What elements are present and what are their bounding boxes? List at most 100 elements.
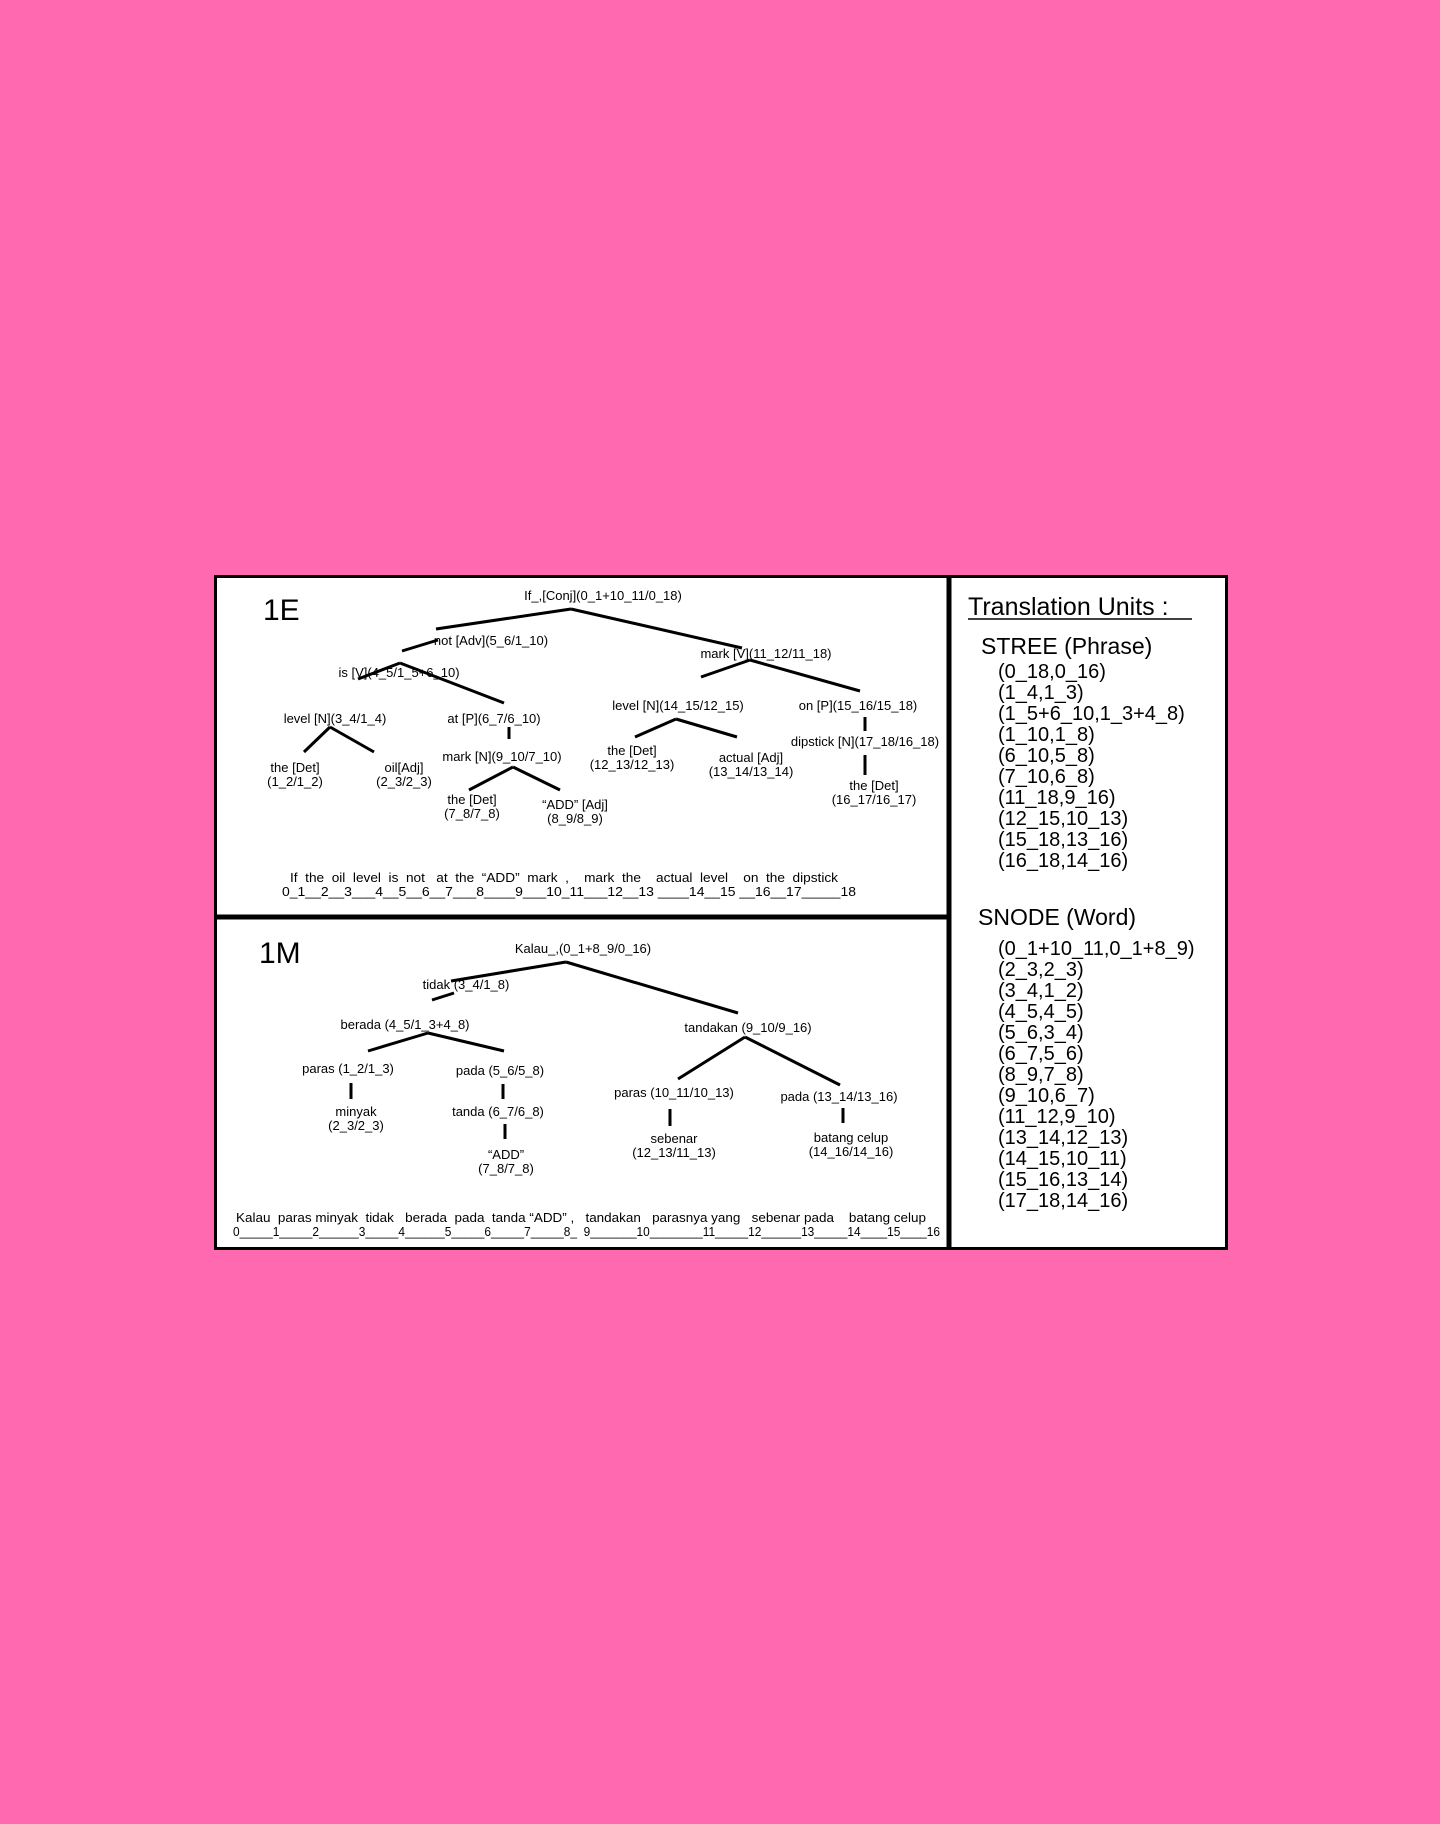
snode-item: (8_9,7_8) — [998, 1064, 1084, 1086]
edge — [357, 661, 401, 681]
snode-item: (9_10,6_7) — [998, 1085, 1095, 1107]
node-1m-paras-1: paras (1_2/1_3) — [302, 1061, 394, 1076]
edge — [634, 717, 677, 739]
node-1e-actual-adj: actual [Adj] — [719, 750, 783, 765]
edge — [329, 725, 375, 754]
node-1m-pada-1: pada (5_6/5_8) — [456, 1063, 544, 1078]
snode-item: (13_14,12_13) — [998, 1127, 1128, 1149]
node-1e-the-det-4-span: (16_17/16_17) — [832, 792, 917, 807]
sentence-1e-words: If the oil level is not at the “ADD” mar… — [290, 871, 839, 885]
node-1e-the-det-2-span: (7_8/7_8) — [444, 806, 500, 821]
stree-item: (1_5+6_10,1_3+4_8) — [998, 703, 1185, 725]
stree-item: (15_18,13_16) — [998, 829, 1128, 851]
snode-item: (4_5,4_5) — [998, 1001, 1084, 1023]
node-1e-root: If_,[Conj](0_1+10_11/0_18) — [524, 588, 682, 603]
node-1e-is: is [V](4_5/1_5+6_10) — [338, 665, 459, 680]
edge — [512, 765, 561, 792]
stree-item: (16_18,14_16) — [998, 850, 1128, 872]
stree-item: (1_10,1_8) — [998, 724, 1095, 746]
node-1e-dipstick: dipstick [N](17_18/16_18) — [791, 734, 939, 749]
node-1m-tanda: tanda (6_7/6_8) — [452, 1104, 544, 1119]
node-1m-add: “ADD” — [488, 1147, 524, 1162]
node-1m-batang-celup: batang celup — [814, 1130, 888, 1145]
snode-item: (5_6,3_4) — [998, 1022, 1084, 1044]
snode-item: (17_18,14_16) — [998, 1190, 1128, 1212]
node-1e-the-det-1-span: (1_2/1_2) — [267, 774, 323, 789]
tree-diagram: 1E If_,[Conj](0_1+10_11/0_18) not [Adv](… — [214, 575, 1228, 1250]
snode-item: (6_7,5_6) — [998, 1043, 1084, 1065]
node-1m-paras-2: paras (10_11/10_13) — [614, 1085, 734, 1100]
node-1e-actual-adj-span: (13_14/13_14) — [709, 764, 794, 779]
panel-1e-label: 1E — [263, 594, 300, 627]
node-1e-level-2: level [N](14_15/12_15) — [612, 698, 744, 713]
stree-list: (0_18,0_16)(1_4,1_3)(1_5+6_10,1_3+4_8)(1… — [998, 661, 1185, 872]
node-1e-the-det-1: the [Det] — [270, 760, 319, 775]
edge — [675, 717, 738, 739]
edge — [401, 638, 439, 653]
edge — [450, 960, 567, 983]
node-1m-minyak: minyak — [335, 1104, 377, 1119]
node-1m-sebenar-span: (12_13/11_13) — [632, 1145, 716, 1160]
node-1e-mark-v: mark [V](11_12/11_18) — [700, 646, 831, 661]
snode-list: (0_1+10_11,0_1+8_9)(2_3,2_3)(3_4,1_2)(4_… — [998, 938, 1194, 1212]
tree-1m-nodes: Kalau_,(0_1+8_9/0_16) tidak (3_4/1_8) be… — [302, 941, 897, 1176]
edge — [431, 991, 455, 1002]
node-1e-on: on [P](15_16/15_18) — [799, 698, 918, 713]
node-1e-oil-adj: oil[Adj] — [384, 760, 423, 775]
node-1e-oil-adj-span: (2_3/2_3) — [376, 774, 432, 789]
edge — [399, 661, 505, 705]
node-1m-root: Kalau_,(0_1+8_9/0_16) — [515, 941, 651, 956]
stree-item: (11_18,9_16) — [998, 787, 1116, 809]
tree-1e-edges — [302, 607, 867, 792]
stree-item: (12_15,10_13) — [998, 808, 1128, 830]
node-1e-not: not [Adv](5_6/1_10) — [434, 633, 548, 648]
sentence-1e-indices: 0_1__2__3___4__5__6__7___8____9___10_11_… — [282, 885, 856, 899]
edge — [468, 765, 514, 792]
edge — [570, 607, 743, 650]
stree-heading: STREE (Phrase) — [981, 633, 1152, 659]
snode-item: (2_3,2_3) — [998, 959, 1084, 981]
figure: 1E If_,[Conj](0_1+10_11/0_18) not [Adv](… — [214, 575, 1228, 1250]
snode-item: (11_12,9_10) — [998, 1106, 1116, 1128]
node-1e-the-det-3: the [Det] — [607, 743, 656, 758]
node-1m-minyak-span: (2_3/2_3) — [328, 1118, 384, 1133]
edge — [744, 1035, 841, 1087]
tree-1e-nodes: If_,[Conj](0_1+10_11/0_18) not [Adv](5_6… — [267, 588, 939, 826]
node-1m-tandakan: tandakan (9_10/9_16) — [684, 1020, 811, 1035]
node-1m-tidak: tidak (3_4/1_8) — [423, 977, 510, 992]
stree-item: (0_18,0_16) — [998, 661, 1106, 683]
snode-item: (14_15,10_11) — [998, 1148, 1127, 1170]
edge — [367, 1031, 429, 1053]
stree-item: (6_10,5_8) — [998, 745, 1095, 767]
node-1m-batang-celup-span: (14_16/14_16) — [809, 1144, 894, 1159]
snode-item: (15_16,13_14) — [998, 1169, 1128, 1191]
stree-item: (7_10,6_8) — [998, 766, 1095, 788]
node-1m-sebenar: sebenar — [651, 1131, 699, 1146]
node-1m-pada-2: pada (13_14/13_16) — [780, 1089, 897, 1104]
node-1m-add-span: (7_8/7_8) — [478, 1161, 534, 1176]
edge — [677, 1035, 746, 1081]
snode-item: (0_1+10_11,0_1+8_9) — [998, 938, 1194, 960]
node-1e-at: at [P](6_7/6_10) — [447, 711, 540, 726]
node-1e-add-adj-span: (8_9/8_9) — [547, 811, 603, 826]
node-1m-berada: berada (4_5/1_3+4_8) — [340, 1017, 469, 1032]
edge — [700, 658, 751, 679]
node-1e-add-adj: “ADD” [Adj] — [542, 797, 608, 812]
sentence-1m-indices: 0_____1_____2______3_____4______5_____6_… — [233, 1225, 940, 1239]
node-1e-the-det-4: the [Det] — [849, 778, 898, 793]
edge — [302, 725, 332, 754]
outer-frame — [214, 575, 1228, 1250]
node-1e-the-det-3-span: (12_13/12_13) — [590, 757, 675, 772]
edge — [435, 607, 572, 631]
tree-1m-edges — [349, 960, 845, 1139]
sentence-1m-words: Kalau paras minyak tidak berada pada tan… — [236, 1211, 926, 1225]
node-1e-mark-n: mark [N](9_10/7_10) — [442, 749, 561, 764]
node-1e-the-det-2: the [Det] — [447, 792, 496, 807]
snode-heading: SNODE (Word) — [978, 904, 1136, 930]
edge — [749, 658, 861, 693]
node-1e-level: level [N](3_4/1_4) — [284, 711, 387, 726]
edge — [565, 960, 739, 1015]
panel-1m-label: 1M — [259, 937, 301, 970]
snode-item: (3_4,1_2) — [998, 980, 1084, 1002]
stree-item: (1_4,1_3) — [998, 682, 1084, 704]
